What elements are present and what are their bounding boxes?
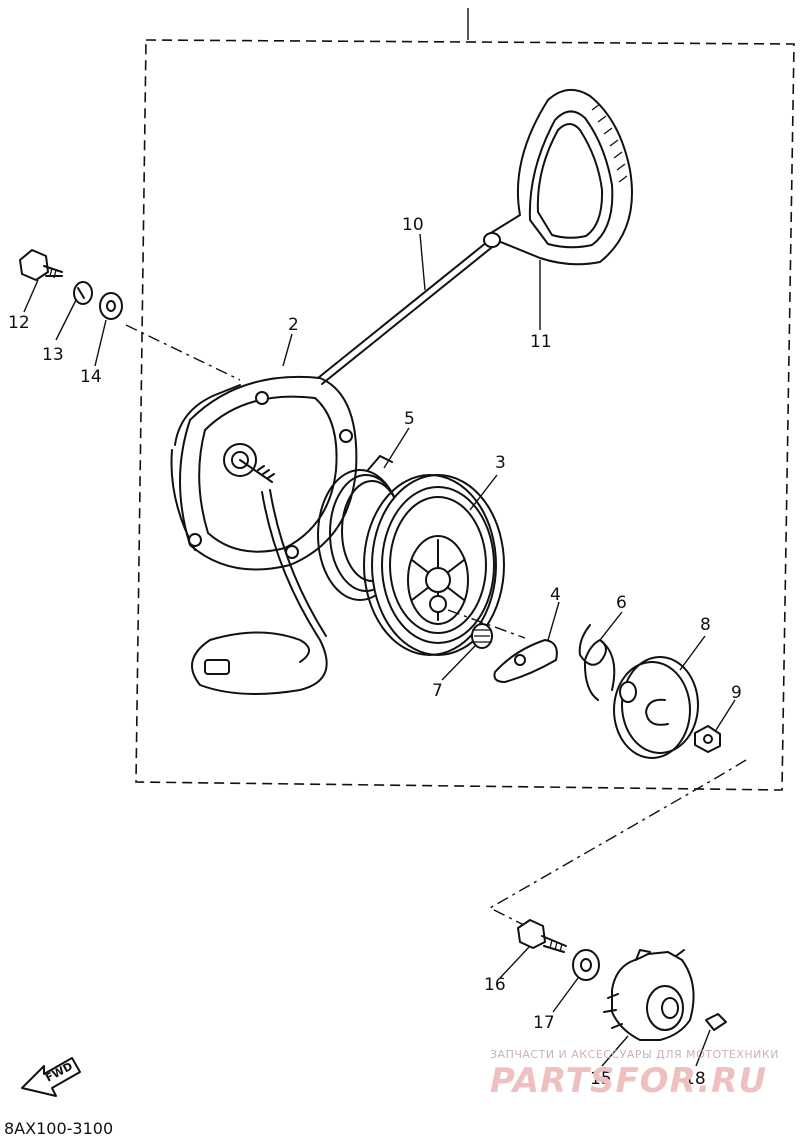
lower-axis-line (488, 759, 747, 929)
label-part-8: 8 (700, 615, 711, 635)
label-part-15: 15 (590, 1069, 612, 1089)
friction-clip (578, 624, 616, 701)
leader-lines (23, 233, 736, 1067)
washer-17 (572, 949, 600, 981)
label-part-14: 14 (80, 367, 102, 387)
watermark-brand: PARTSFOR.RU (490, 1061, 767, 1101)
label-part-13: 13 (42, 345, 64, 365)
starter-pulley (603, 949, 695, 1041)
woodruff-key (705, 1013, 727, 1031)
pawl-spring (471, 623, 493, 649)
label-part-9: 9 (731, 683, 742, 703)
starter-handle (483, 89, 633, 266)
rope-reel (363, 474, 505, 656)
watermark: ЗАПЧАСТИ И АКСЕССУАРЫ ДЛЯ МОТОТЕХНИКИ PA… (490, 1048, 779, 1101)
label-part-17: 17 (533, 1013, 555, 1033)
drive-pawl (493, 639, 558, 683)
fwd-arrow: FWD (21, 1057, 81, 1097)
label-part-12: 12 (8, 313, 30, 333)
starter-case (170, 375, 358, 571)
bolt-16 (517, 919, 567, 953)
label-part-5: 5 (404, 409, 415, 429)
center-axis-line (447, 609, 526, 639)
bolt-axis-line (125, 324, 241, 381)
label-part-18: 18 (684, 1069, 706, 1089)
label-part-2: 2 (288, 315, 299, 335)
spring-washer-13 (73, 281, 93, 305)
drawing-code: 8AX100-3100 (4, 1119, 113, 1138)
label-part-3: 3 (495, 453, 506, 473)
bolt-12 (19, 249, 63, 281)
part-labels: 2 3 4 5 6 7 8 9 10 11 12 13 14 15 16 17 … (8, 215, 742, 1089)
label-part-4: 4 (550, 585, 561, 605)
watermark-tagline: ЗАПЧАСТИ И АКСЕССУАРЫ ДЛЯ МОТОТЕХНИКИ (490, 1048, 779, 1061)
label-part-11: 11 (530, 332, 552, 352)
starter-rope-loop (191, 489, 328, 695)
center-nut (694, 725, 721, 753)
label-part-16: 16 (484, 975, 506, 995)
washer-14 (99, 292, 123, 320)
label-part-10: 10 (402, 215, 424, 235)
label-part-7: 7 (432, 681, 443, 701)
assembly-boundary (135, 39, 795, 791)
starter-rope (317, 237, 497, 385)
label-part-6: 6 (616, 593, 627, 613)
friction-plate (613, 656, 699, 759)
